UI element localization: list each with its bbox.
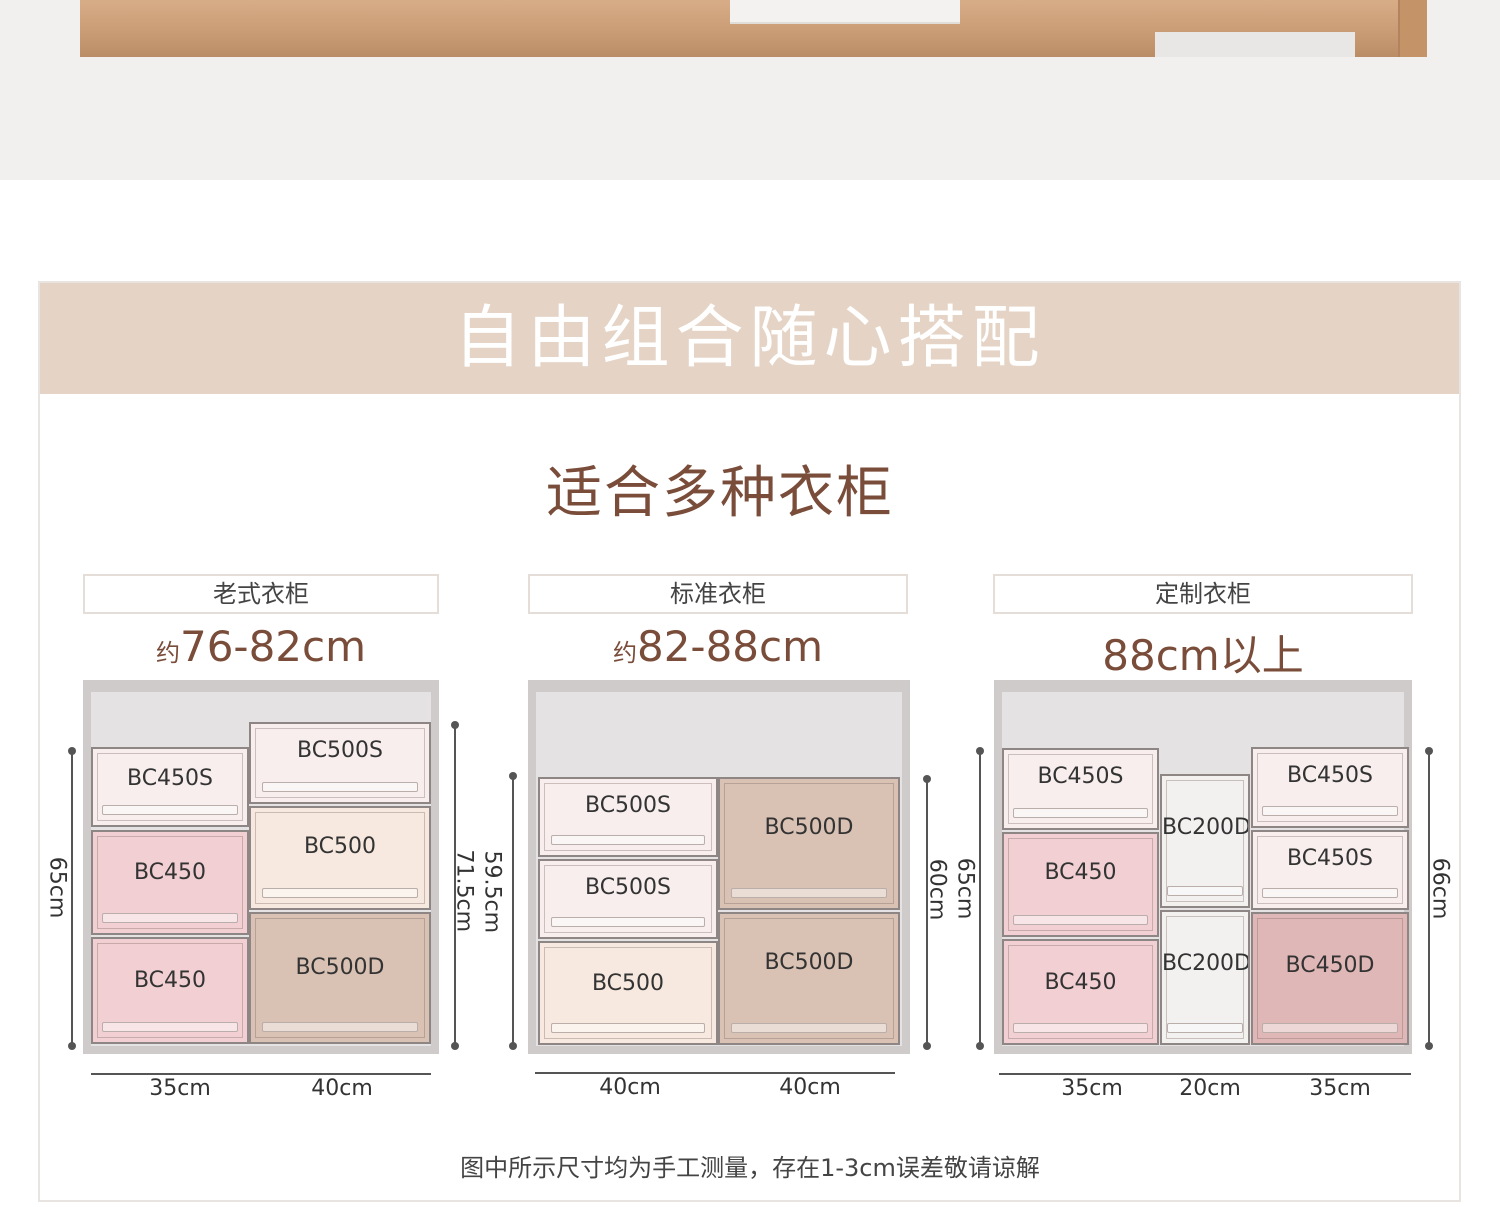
width-label: 40cm bbox=[779, 1075, 841, 1100]
drawer: BC450S bbox=[91, 747, 249, 827]
width-label: 35cm bbox=[1309, 1076, 1371, 1101]
banner-title: 自由组合随心搭配 bbox=[453, 299, 1046, 378]
drawer: BC450D bbox=[1251, 912, 1409, 1045]
width-dimension-line bbox=[535, 1072, 895, 1074]
drawer-label: BC450S bbox=[126, 765, 214, 791]
height-label: 65cm bbox=[44, 856, 70, 919]
drawer: BC500D bbox=[718, 912, 900, 1045]
measurement-disclaimer: 图中所示尺寸均为手工测量，存在1-3cm误差敬请谅解 bbox=[460, 1154, 1040, 1182]
drawer: BC500 bbox=[249, 806, 431, 910]
drawer: BC450 bbox=[1002, 939, 1159, 1045]
height-label: 60cm bbox=[924, 858, 950, 921]
height-dimension-line bbox=[509, 772, 517, 1050]
drawer-label: BC200D bbox=[1162, 815, 1250, 840]
drawer: BC450 bbox=[91, 830, 249, 935]
height-dimension-line bbox=[1425, 747, 1433, 1050]
range-value: 76-82cm bbox=[179, 622, 367, 671]
wardrobe-type-label: 标准衣柜 bbox=[528, 574, 908, 614]
drawer-label: BC450 bbox=[1044, 969, 1117, 995]
wardrobe-width-range: 约82-88cm bbox=[528, 622, 908, 671]
drawer-label: BC500 bbox=[303, 834, 377, 859]
drawer-label: BC450 bbox=[133, 860, 207, 886]
drawer: BC500 bbox=[538, 941, 718, 1045]
drawer: BC450S bbox=[1251, 830, 1409, 910]
width-label: 20cm bbox=[1179, 1076, 1241, 1101]
drawer-label: BC200D bbox=[1162, 951, 1250, 977]
drawer: BC450S bbox=[1002, 748, 1159, 830]
drawer-label: BC450 bbox=[133, 967, 207, 993]
photo-drawer-shape bbox=[1155, 32, 1355, 57]
drawer: BC500S bbox=[538, 777, 718, 857]
range-value: 82-88cm bbox=[636, 622, 824, 671]
drawer: BC450S bbox=[1251, 747, 1409, 828]
drawer-label: BC500D bbox=[764, 950, 854, 976]
drawer: BC500D bbox=[718, 777, 900, 910]
width-dimension-line bbox=[91, 1073, 431, 1075]
wardrobe-cabinet: BC500S BC500S BC500 BC500D BC500D bbox=[528, 680, 910, 1054]
drawer: BC450 bbox=[1002, 832, 1159, 937]
height-label: 71.5cm bbox=[451, 849, 477, 933]
photo-shelf-post bbox=[1398, 0, 1427, 57]
width-dimension-line bbox=[999, 1073, 1411, 1075]
width-label: 35cm bbox=[149, 1076, 211, 1101]
wardrobe-cabinet: BC450S BC450 BC450 BC200D BC200D BC450S … bbox=[994, 680, 1412, 1054]
wardrobe-type-label: 定制衣柜 bbox=[993, 574, 1413, 614]
drawer: BC500S bbox=[249, 722, 431, 804]
title-banner bbox=[40, 283, 1459, 394]
height-dimension-line bbox=[68, 747, 76, 1050]
wardrobe-type-label: 老式衣柜 bbox=[83, 574, 439, 614]
drawer: BC200D bbox=[1160, 774, 1250, 908]
drawer-label: BC450S bbox=[1286, 762, 1374, 788]
height-dimension-line bbox=[976, 747, 984, 1050]
drawer: BC450 bbox=[91, 937, 249, 1044]
drawer-label: BC500D bbox=[295, 954, 385, 980]
drawer-label: BC450 bbox=[1044, 860, 1117, 886]
height-label: 65cm bbox=[952, 857, 978, 920]
height-dimension-line bbox=[923, 775, 931, 1050]
width-label: 40cm bbox=[599, 1075, 661, 1100]
wardrobe-width-range: 88cm以上 bbox=[993, 622, 1413, 683]
drawer: BC200D bbox=[1160, 910, 1250, 1045]
photo-drawer-shape bbox=[730, 0, 960, 24]
drawer-label: BC450S bbox=[1286, 845, 1374, 871]
drawer-label: BC450D bbox=[1285, 952, 1375, 978]
drawer-label: BC500S bbox=[584, 792, 672, 818]
drawer-label: BC500S bbox=[296, 738, 384, 764]
range-value: 88cm以上 bbox=[1102, 631, 1304, 680]
drawer-label: BC500D bbox=[764, 815, 854, 841]
section-subtitle: 适合多种衣柜 bbox=[546, 461, 894, 526]
range-prefix: 约 bbox=[612, 639, 637, 667]
drawer-label: BC450S bbox=[1037, 764, 1124, 790]
drawer-label: BC500 bbox=[591, 971, 665, 996]
width-label: 40cm bbox=[311, 1076, 373, 1101]
drawer-label: BC500S bbox=[584, 874, 672, 900]
drawer: BC500D bbox=[249, 912, 431, 1044]
wardrobe-width-range: 约76-82cm bbox=[83, 622, 439, 671]
drawer: BC500S bbox=[538, 859, 718, 939]
height-label: 59.5cm bbox=[479, 850, 505, 934]
product-photo-strip bbox=[80, 0, 1427, 57]
width-label: 35cm bbox=[1061, 1076, 1123, 1101]
range-prefix: 约 bbox=[155, 639, 180, 667]
height-label: 66cm bbox=[1427, 857, 1453, 920]
wardrobe-cabinet: BC450S BC450 BC450 BC500S BC500 BC500D bbox=[83, 680, 439, 1054]
height-dimension-line bbox=[451, 721, 459, 1050]
